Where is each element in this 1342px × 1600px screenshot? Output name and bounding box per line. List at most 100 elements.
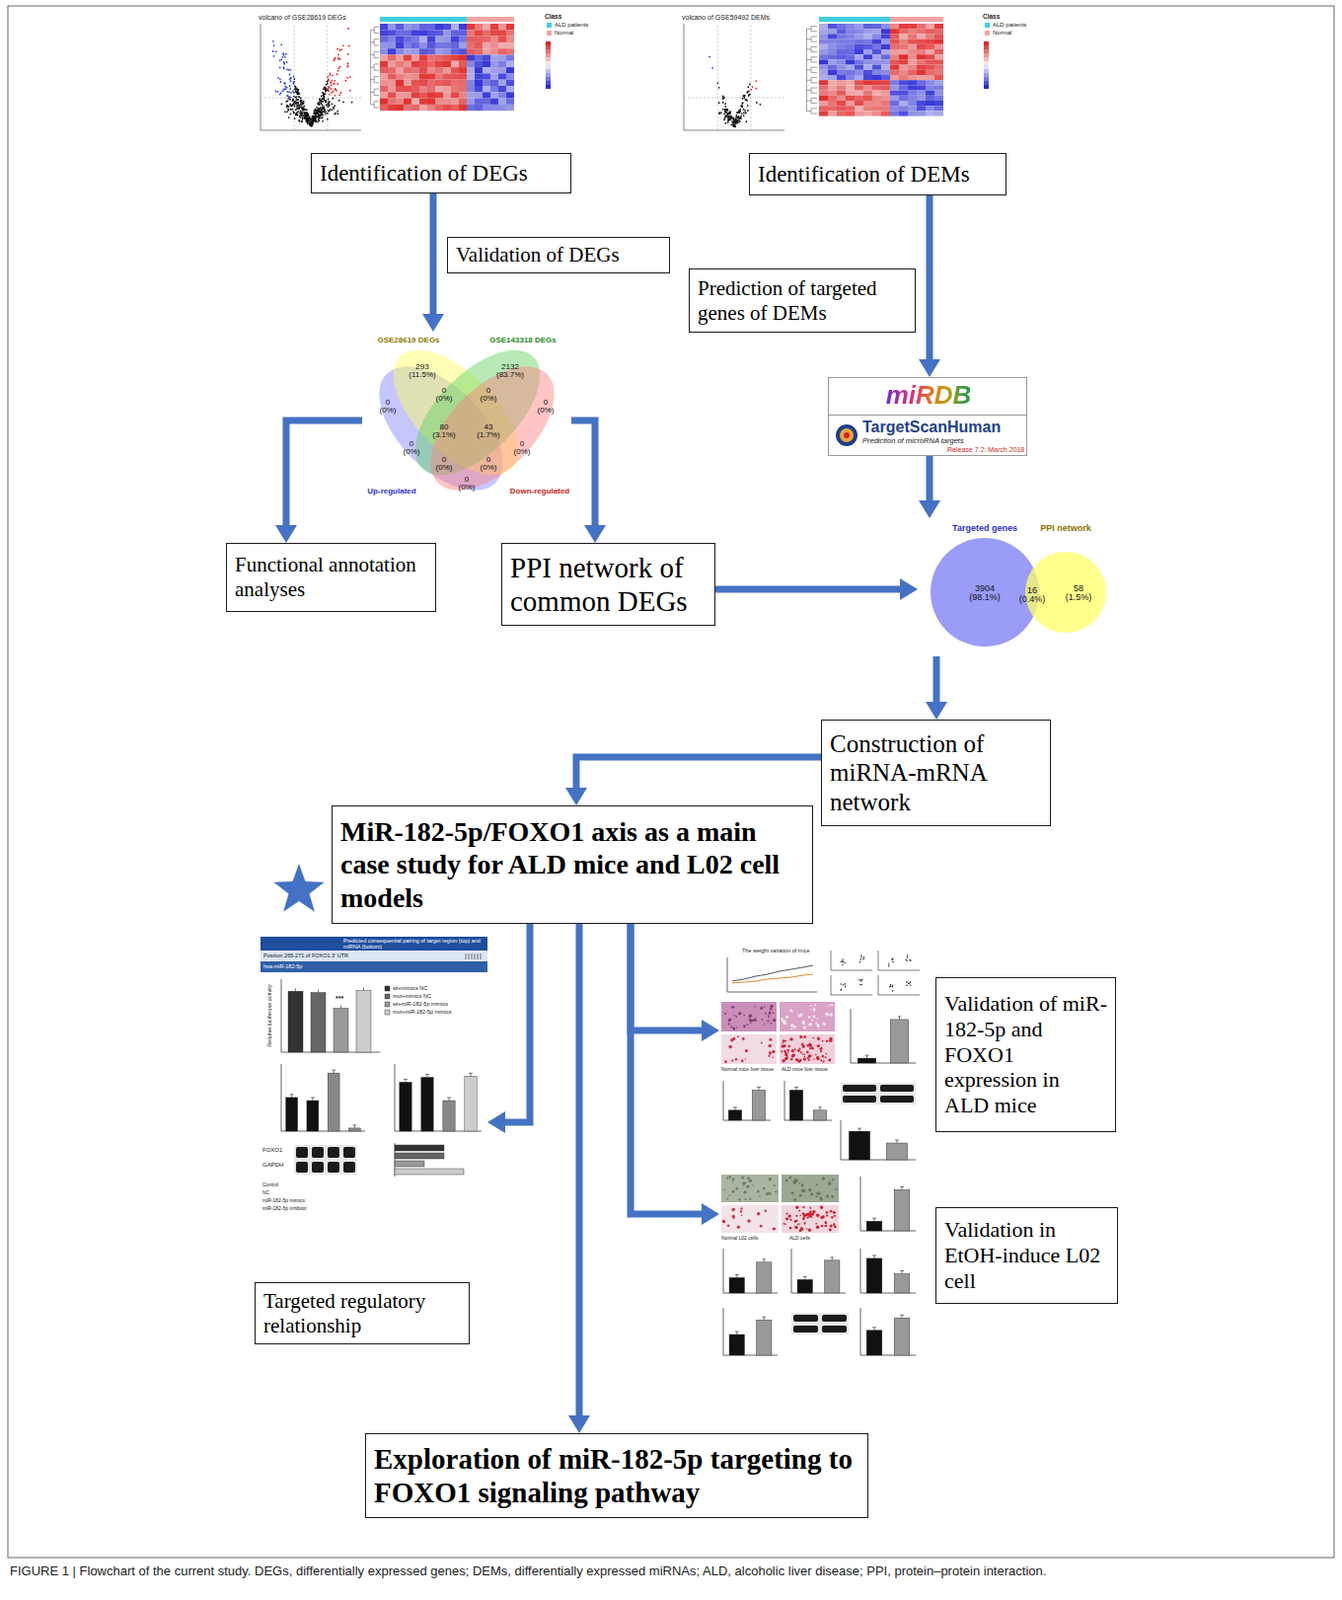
color-scale	[983, 41, 989, 46]
stain-spot	[794, 1047, 797, 1050]
heatmap-cell	[890, 105, 899, 111]
heatmap-cell	[498, 85, 507, 92]
star-marker	[273, 863, 324, 912]
volcano-point	[294, 101, 297, 104]
color-scale	[545, 80, 551, 85]
blot-band	[821, 1314, 847, 1322]
heatmap-cell	[395, 48, 404, 55]
data-point	[860, 956, 863, 959]
chart-bar	[399, 1081, 412, 1131]
heatmap-cell	[854, 28, 864, 34]
heatmap-cell	[450, 73, 459, 79]
heatmap-cell	[925, 79, 935, 85]
heatmap-cell	[890, 28, 899, 34]
heatmap-cell	[458, 29, 467, 36]
dendrogram	[373, 70, 379, 72]
dendrogram	[807, 38, 813, 40]
chart-axis	[281, 978, 283, 1052]
heatmap-cell	[925, 90, 935, 96]
color-scale	[983, 49, 989, 54]
stain-spot	[825, 1213, 828, 1216]
process-box: Validation in EtOH-induce L02 cell	[935, 1206, 1119, 1304]
heatmap-cell	[819, 65, 828, 71]
figure-label: The weight variation of mice	[742, 947, 810, 954]
legend-swatch	[384, 993, 390, 999]
pairing-mark	[465, 953, 467, 960]
volcano-point	[745, 90, 748, 93]
volcano-point	[334, 87, 337, 90]
heatmap-cell	[387, 42, 396, 49]
stain-spot	[756, 1211, 760, 1215]
stain-spot	[808, 1058, 811, 1061]
volcano-point	[324, 90, 327, 93]
heatmap-cell	[907, 70, 917, 75]
chart-bar	[327, 1072, 340, 1131]
heatmap-cell	[925, 59, 935, 65]
process-box: MiR-182-5p/FOXO1 axis as a main case stu…	[331, 805, 814, 924]
volcano-point	[736, 120, 739, 123]
volcano-point	[722, 95, 725, 98]
volcano-point	[283, 68, 286, 71]
heatmap-cell	[925, 65, 935, 71]
volcano-point	[283, 88, 286, 91]
stain-spot	[804, 1220, 806, 1222]
heatmap-cell	[411, 91, 420, 98]
heatmap-cell	[907, 54, 917, 60]
stain-spot	[732, 1026, 736, 1030]
dendrogram	[371, 78, 375, 80]
volcano-point	[312, 112, 315, 115]
error-bar	[794, 1086, 799, 1088]
figure-label: ALD cells	[789, 1235, 811, 1242]
figure-label: Control	[262, 1182, 279, 1189]
volcano-point	[728, 113, 731, 116]
volcano-point	[302, 108, 305, 111]
volcano-point	[279, 93, 282, 96]
heatmap-cell	[482, 55, 491, 62]
heatmap-cell	[916, 74, 926, 80]
volcano-point	[333, 79, 336, 82]
dendrogram	[811, 92, 818, 94]
class-bar	[443, 16, 451, 22]
heatmap-cell	[482, 67, 491, 74]
class-bar	[863, 16, 873, 22]
heatmap-cell	[419, 85, 428, 92]
error-bar	[352, 1123, 357, 1125]
heatmap-cell	[498, 91, 507, 98]
volcano-point	[737, 111, 740, 114]
blot-band	[296, 1161, 308, 1173]
heatmap-cell	[427, 79, 436, 86]
heatmap-cell	[387, 29, 396, 36]
heatmap-cell	[435, 42, 444, 49]
volcano-point	[284, 82, 287, 85]
heatmap-cell	[411, 23, 420, 30]
error-bar	[448, 1097, 450, 1101]
heatmap-cell	[863, 95, 873, 101]
heatmap-cell	[379, 29, 388, 36]
error-bar	[470, 1072, 472, 1076]
volcano-point	[297, 107, 299, 110]
stain-spot	[732, 1037, 736, 1041]
dendrogram	[807, 28, 813, 30]
stain-spot	[745, 1185, 749, 1189]
stain-spot	[788, 1213, 792, 1217]
volcano-point	[711, 67, 714, 70]
chart-bar	[866, 1258, 883, 1293]
heatmap-cell	[925, 100, 935, 106]
blot-membrane	[840, 1082, 916, 1105]
heatmap-cell	[411, 55, 420, 62]
chart-bar	[306, 1100, 319, 1131]
heatmap-cell	[466, 61, 475, 68]
heatmap-cell	[435, 104, 444, 111]
volcano-point	[316, 102, 319, 105]
volcano-point	[289, 95, 292, 98]
heatmap-cell	[474, 104, 483, 111]
volcano-point	[314, 117, 317, 120]
volcano-point	[333, 104, 336, 107]
figure-label: mut+mimics NC	[392, 992, 432, 999]
volcano-point	[290, 69, 293, 72]
heatmap-cell	[836, 110, 846, 116]
error-bar	[831, 1257, 833, 1261]
heatmap-cell	[395, 73, 404, 79]
heatmap-cell	[890, 110, 899, 116]
venn-count: 3904 (98.1%)	[969, 584, 1001, 603]
